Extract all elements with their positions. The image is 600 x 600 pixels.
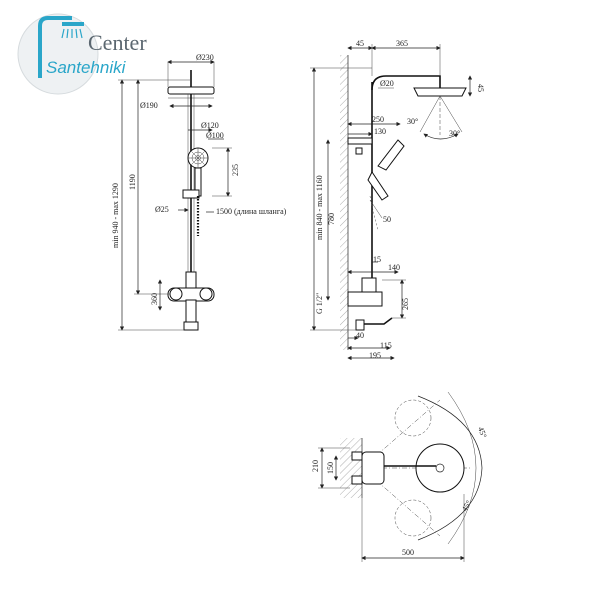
top-wall-bracket	[347, 137, 373, 145]
dim-w15: 15	[373, 255, 381, 264]
logo-line-2: Santehniki	[46, 58, 127, 77]
side-shower-arm	[371, 75, 441, 91]
mixer-inlet-left	[169, 287, 183, 301]
dim-w130: 130	[374, 127, 386, 136]
dim-d190: Ø190	[140, 101, 158, 110]
alt-head-position-top	[394, 399, 432, 437]
dim-angle-45a: 45°	[476, 426, 488, 440]
dim-thread: G 1/2"	[315, 293, 324, 314]
alt-head-position-bottom	[394, 499, 432, 537]
top-wall	[340, 438, 362, 498]
mixer-inlet-right	[199, 287, 213, 301]
dim-d50: 50	[383, 215, 391, 224]
diverter	[185, 271, 197, 289]
dim-h1190: 1190	[128, 174, 137, 190]
slide-holder	[182, 189, 200, 199]
side-rain-head	[413, 87, 467, 97]
top-view: 45° 45° 210 150 500	[311, 391, 488, 562]
side-hand-shower-head	[377, 139, 405, 171]
spout	[185, 299, 197, 323]
dim-hose: 1500 (длина шланга)	[216, 207, 287, 216]
dim-angle-30a: 30°	[407, 117, 418, 126]
dim-h235: 235	[231, 164, 240, 176]
dim-h210: 210	[311, 460, 320, 472]
dim-angle-30b: 30°	[449, 129, 460, 138]
dim-h150: 150	[326, 462, 335, 474]
dim-w195: 195	[369, 351, 381, 360]
dim-w45: 45	[356, 39, 364, 48]
dim-range-front: min 940 - max 1290	[111, 183, 120, 248]
dim-angle-45b: 45°	[460, 499, 473, 513]
top-mixer	[361, 451, 385, 485]
dim-h45: 45	[476, 84, 485, 92]
dim-w40: 40	[356, 331, 364, 340]
dim-d100: Ø100	[206, 131, 224, 140]
wall	[340, 55, 348, 350]
logo: Center Santehniki	[17, 13, 147, 95]
shower-logo-icon	[38, 16, 84, 78]
dim-d230: Ø230	[196, 53, 214, 62]
dim-h360: 360	[150, 293, 159, 305]
dim-d120: Ø120	[201, 121, 219, 130]
dim-w115: 115	[380, 341, 392, 350]
dim-h780: 780	[327, 213, 336, 225]
dim-d25: Ø25	[155, 205, 169, 214]
dim-w140: 140	[388, 263, 400, 272]
rain-shower-head	[167, 86, 215, 95]
dim-w500: 500	[402, 548, 414, 557]
front-view: Ø230 Ø190 Ø120 Ø100 235 Ø25 1500 (длина …	[111, 53, 287, 331]
dim-d20: Ø20	[380, 79, 394, 88]
dim-h265: 265	[401, 298, 410, 310]
logo-line-1: Center	[88, 30, 147, 55]
dim-w250: 250	[372, 115, 384, 124]
dim-range-side: min 840 - max 1160	[315, 175, 324, 240]
side-view: 30° 30° 45 365 Ø20 45 250 130 50	[310, 39, 485, 361]
side-mixer-body	[347, 291, 383, 307]
side-spout	[364, 317, 393, 325]
top-rain-head	[415, 443, 465, 493]
logo-badge	[17, 13, 99, 95]
side-hand-shower-handle	[367, 171, 389, 201]
dim-w365: 365	[396, 39, 408, 48]
